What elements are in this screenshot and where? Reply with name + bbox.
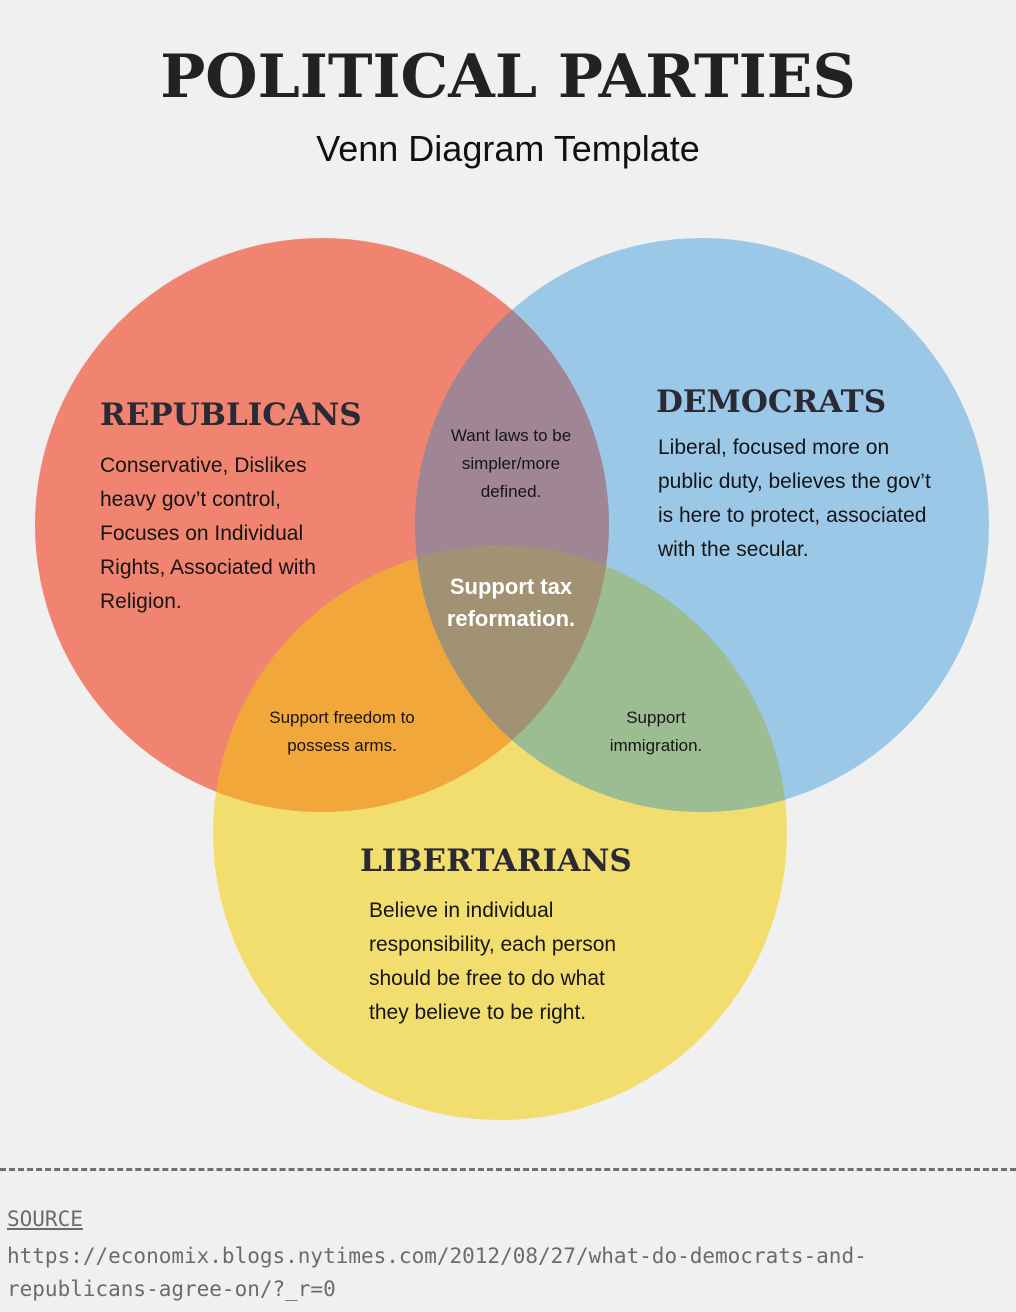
democrats-heading: DEMOCRATS	[656, 384, 887, 420]
democrats-description: Liberal, focused more on public duty, be…	[658, 436, 931, 561]
overlap-republicans-libertarians-text: Support freedom to possess arms.	[269, 708, 415, 755]
overlap-democrats-libertarians-text: Support immigration.	[609, 708, 703, 755]
republicans-description: Conservative, Dislikes heavy gov’t contr…	[100, 454, 316, 613]
overlap-republicans-democrats-text: Want laws to be simpler/more defined.	[450, 426, 572, 501]
libertarians-heading: LIBERTARIANS	[360, 843, 632, 879]
republicans-heading: REPUBLICANS	[100, 397, 362, 433]
overlap-democrats-libertarians	[415, 546, 787, 812]
overlap-republicans-libertarians	[213, 546, 609, 812]
page-subtitle: Venn Diagram Template	[316, 128, 700, 169]
source-label: SOURCE	[7, 1207, 83, 1231]
page-title: POLITICAL PARTIES	[160, 42, 856, 112]
libertarians-description: Believe in individual responsibility, ea…	[369, 899, 617, 1024]
source-url: https://economix.blogs.nytimes.com/2012/…	[7, 1244, 867, 1301]
dashed-divider	[0, 1168, 1016, 1171]
overlap-all-text: Support tax reformation.	[446, 574, 576, 631]
